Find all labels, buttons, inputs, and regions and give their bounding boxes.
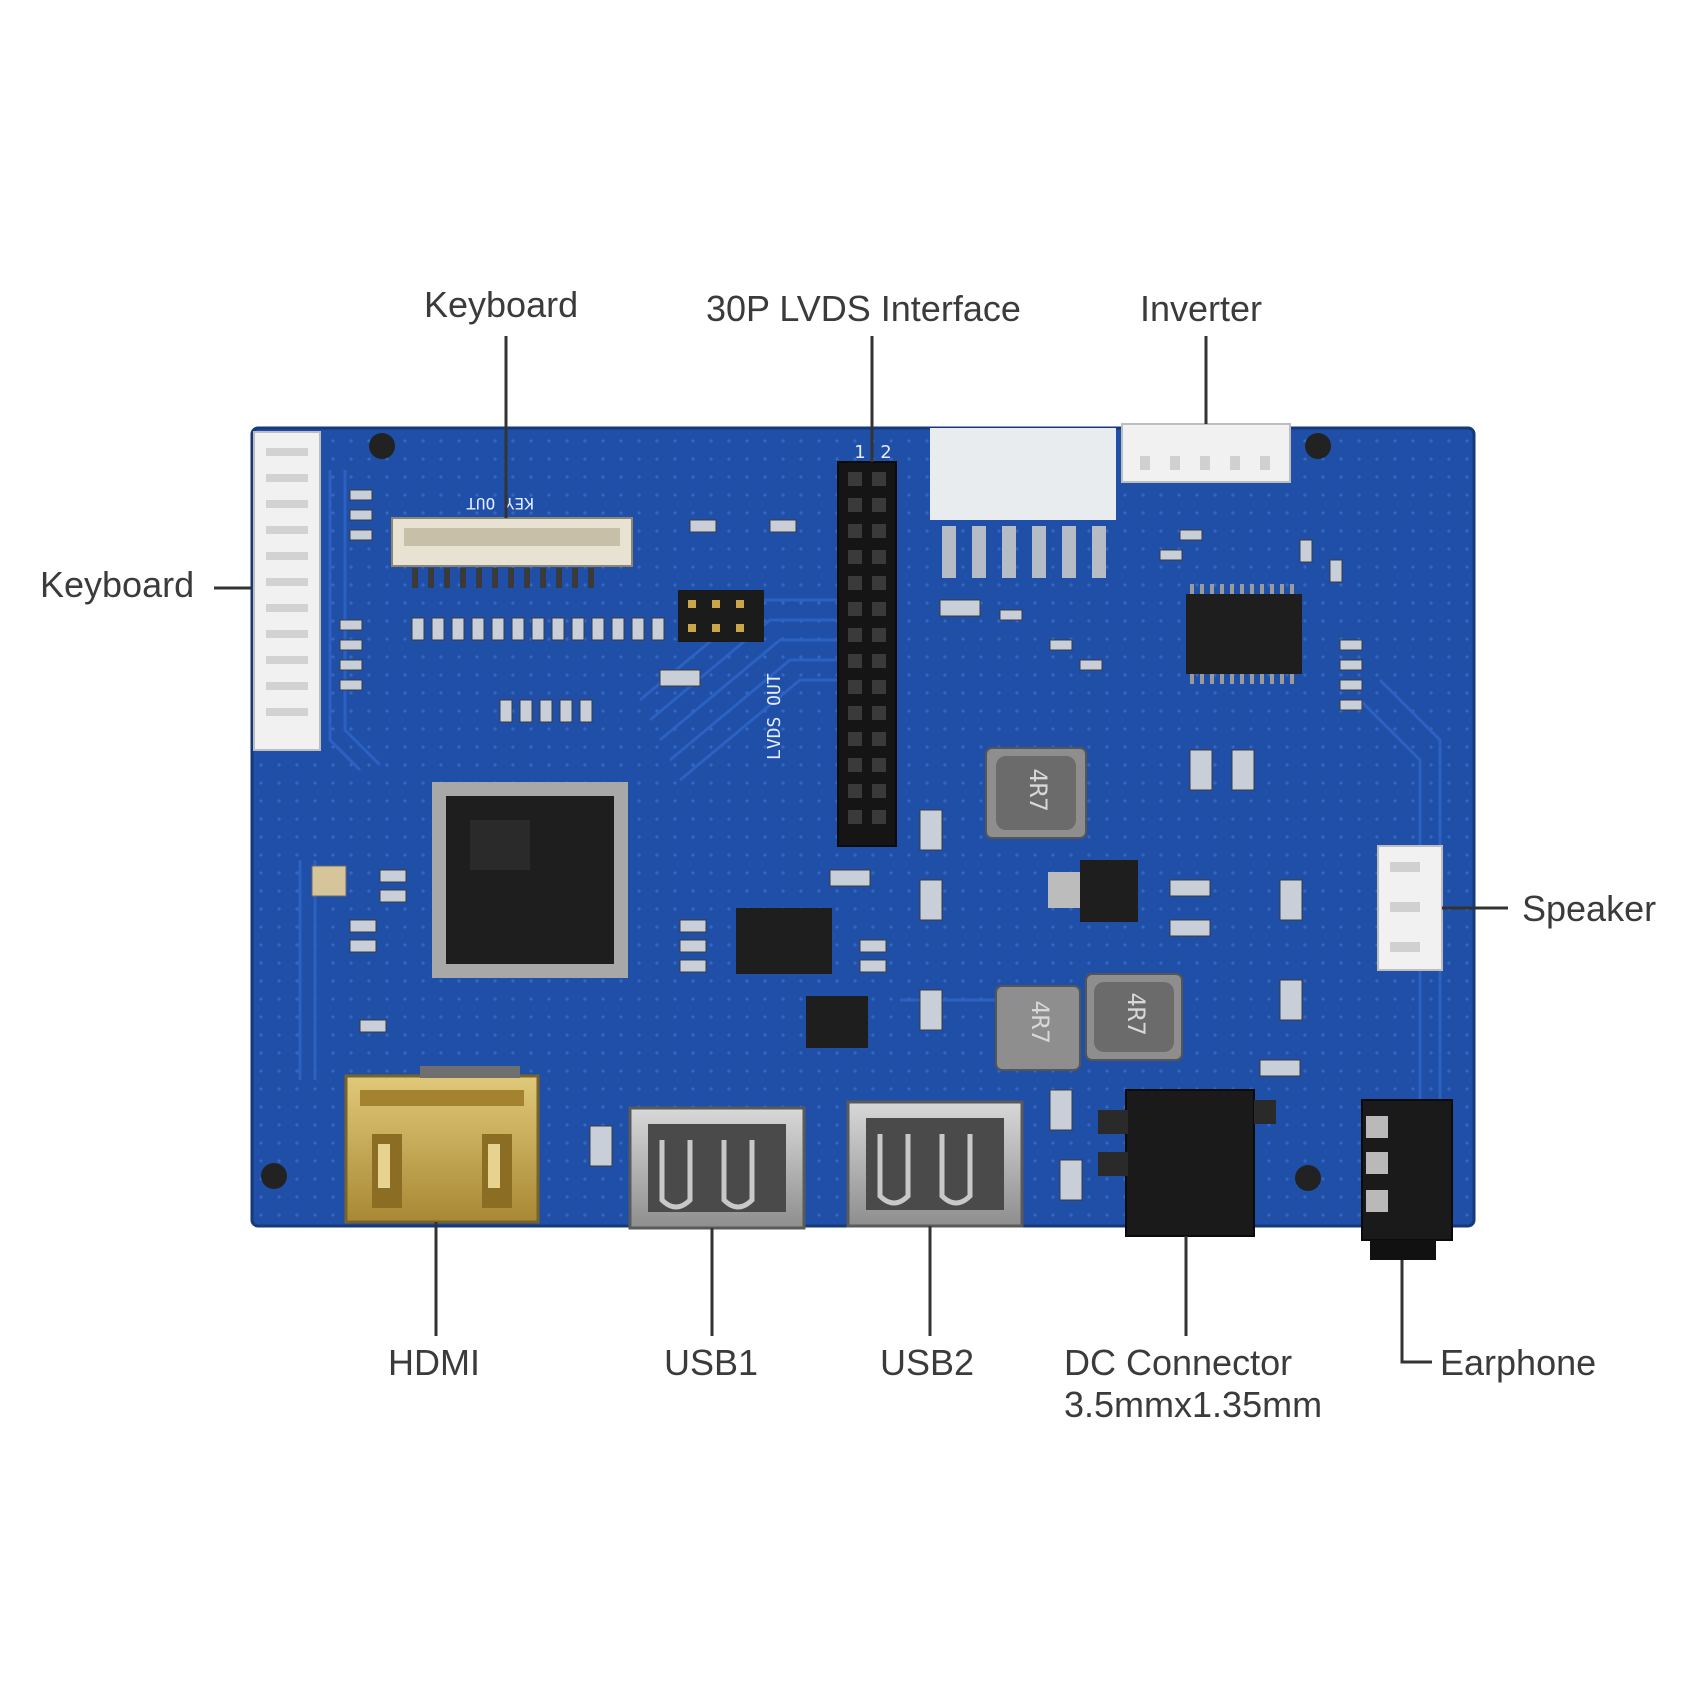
inductor-1: 4R7 bbox=[985, 747, 1087, 839]
silkscreen-block bbox=[930, 428, 1116, 520]
usb2-connector bbox=[846, 1100, 1024, 1228]
heatsink-fins bbox=[942, 526, 1106, 578]
label-usb1: USB1 bbox=[664, 1342, 759, 1383]
leader-lines bbox=[214, 336, 1508, 1364]
dc-connector bbox=[1098, 1089, 1276, 1237]
lvds-connector: 1 2 LVDS OUT bbox=[764, 442, 897, 847]
keyboard-connector-top: KEY OUT bbox=[391, 494, 633, 588]
smd-components bbox=[339, 489, 1363, 1201]
inverter-connector bbox=[1121, 423, 1291, 483]
voltage-regulator bbox=[1080, 860, 1138, 922]
label-hdmi: HDMI bbox=[388, 1342, 480, 1383]
inductor-2: 4R7 bbox=[995, 985, 1081, 1071]
label-keyboard-top: Keyboard bbox=[424, 284, 579, 325]
main-chip bbox=[432, 782, 628, 978]
label-dc-connector: DC Connector bbox=[1064, 1342, 1293, 1383]
label-speaker: Speaker bbox=[1522, 888, 1657, 929]
pin1-silkscreen: 1 bbox=[854, 442, 865, 463]
pcb-traces bbox=[298, 470, 1442, 1100]
lvds-out-silkscreen: LVDS OUT bbox=[764, 673, 785, 760]
svg-text:4R7: 4R7 bbox=[1122, 992, 1150, 1035]
speaker-connector bbox=[1377, 845, 1443, 971]
label-keyboard-left: Keyboard bbox=[40, 564, 195, 605]
usb1-connector bbox=[628, 1106, 806, 1230]
pin2-silkscreen: 2 bbox=[880, 442, 891, 463]
keyboard-connector-left bbox=[253, 431, 321, 751]
label-earphone: Earphone bbox=[1440, 1342, 1597, 1383]
audio-chip bbox=[1186, 584, 1302, 684]
hdmi-connector bbox=[344, 1066, 540, 1224]
leader-earphone bbox=[1400, 1260, 1432, 1364]
inductor-3: 4R7 bbox=[1085, 973, 1183, 1061]
label-usb2: USB2 bbox=[880, 1342, 975, 1383]
earphone-connector bbox=[1361, 1099, 1453, 1260]
label-inverter: Inverter bbox=[1140, 288, 1263, 329]
jumper-header bbox=[678, 590, 764, 642]
label-dc-connector-spec: 3.5mmx1.35mm bbox=[1064, 1384, 1323, 1425]
mounting-holes bbox=[261, 433, 1331, 1191]
svg-text:4R7: 4R7 bbox=[1026, 1000, 1054, 1043]
key-out-silkscreen: KEY OUT bbox=[466, 494, 534, 513]
flash-chip bbox=[736, 908, 832, 974]
svg-text:4R7: 4R7 bbox=[1024, 768, 1052, 811]
eeprom-chip bbox=[806, 996, 868, 1048]
label-lvds-interface: 30P LVDS Interface bbox=[706, 288, 1021, 329]
crystal bbox=[311, 865, 347, 897]
